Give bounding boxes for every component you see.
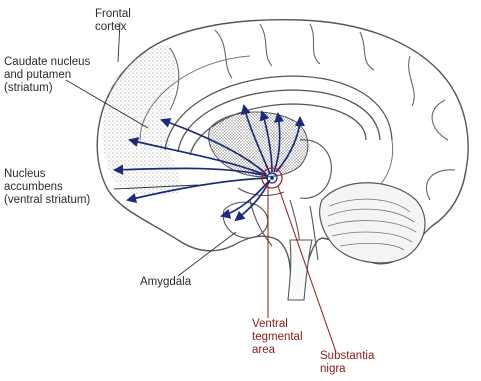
cerebellum <box>320 183 425 263</box>
label-caudate-putamen: Caudate nucleus and putamen (striatum) <box>4 56 90 95</box>
label-nucleus-accumbens: Nucleus accumbens (ventral striatum) <box>4 168 90 207</box>
amygdala-region <box>223 202 267 238</box>
label-substantia-nigra: Substantia nigra <box>320 350 374 376</box>
label-frontal-cortex: Frontal cortex <box>95 8 131 34</box>
label-ventral-tegmental-area: Ventral tegmental area <box>252 318 303 357</box>
label-amygdala: Amygdala <box>140 276 191 289</box>
